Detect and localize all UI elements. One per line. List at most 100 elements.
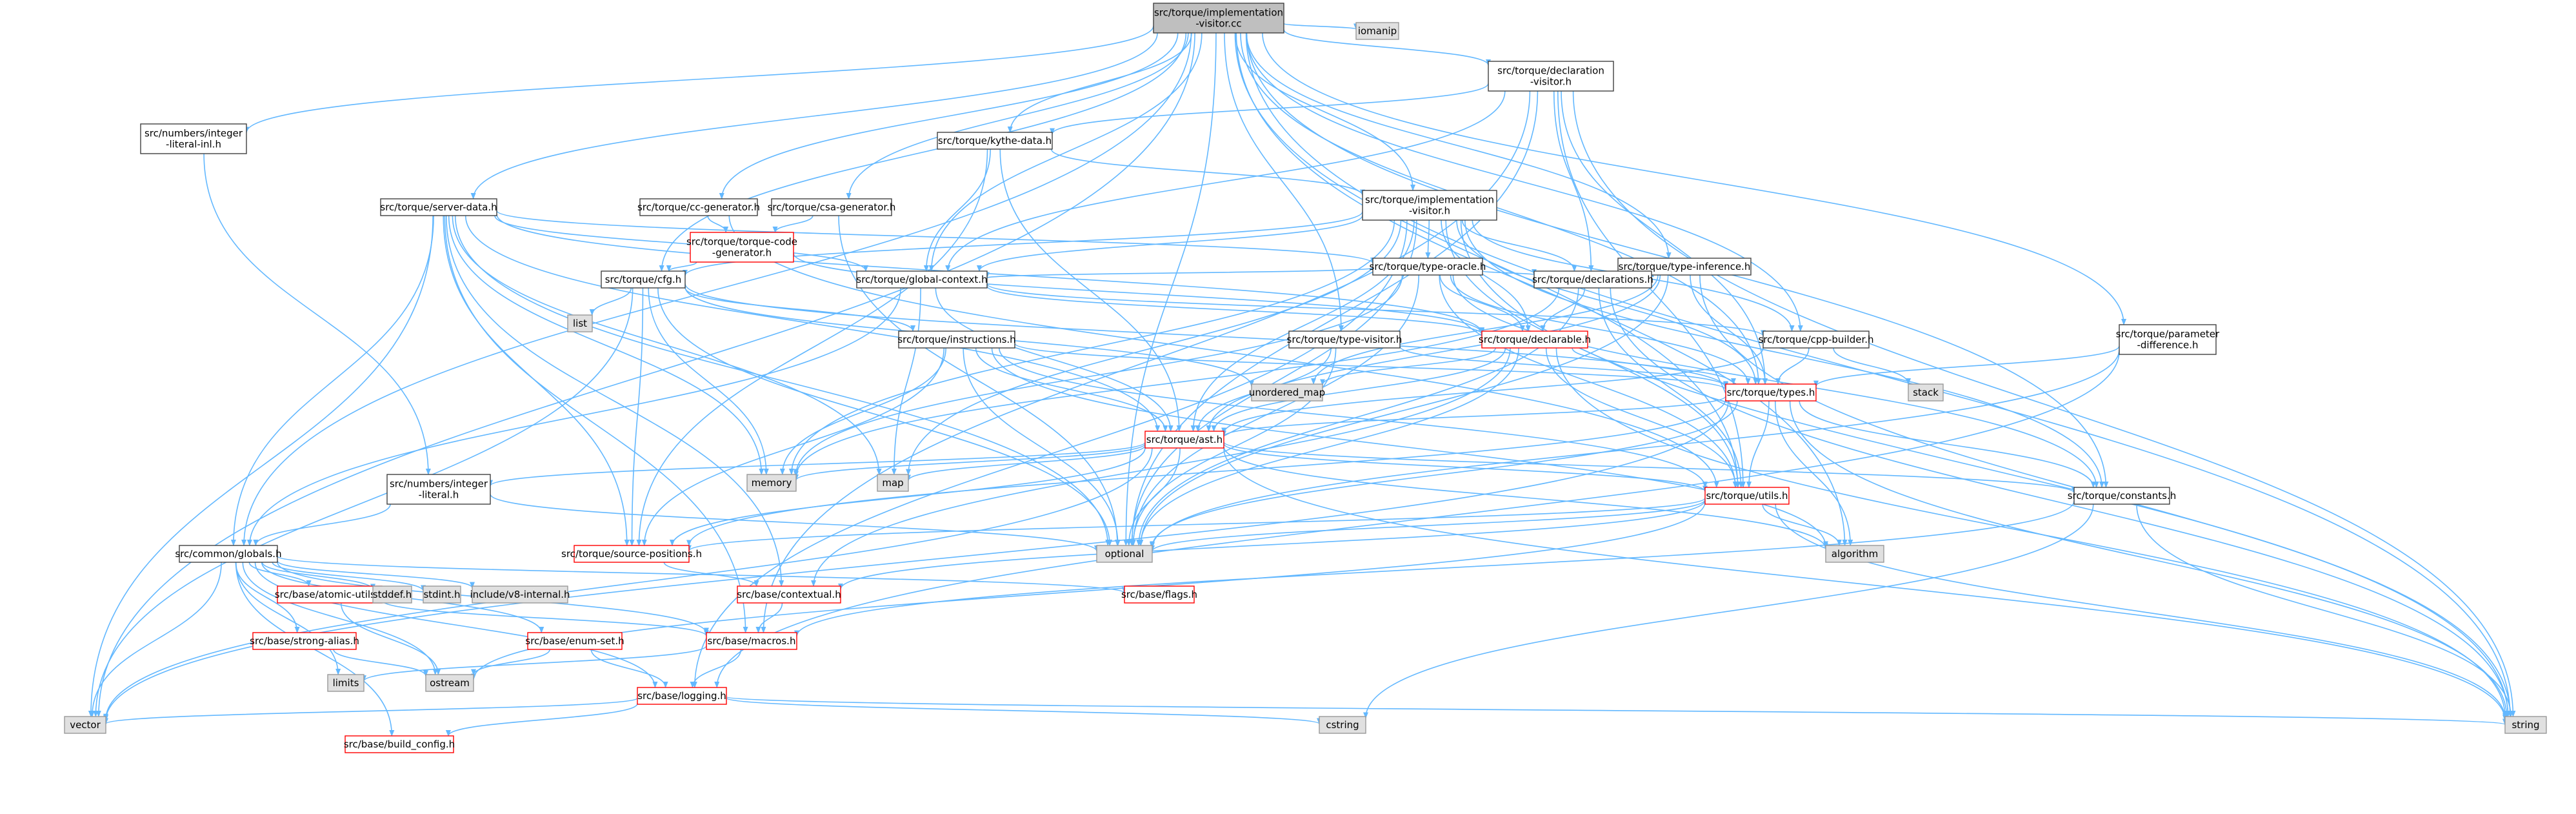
edge-server-to-ast [464,215,1161,432]
node-src-torque-ast-h[interactable]: src/torque/ast.h [1144,431,1224,449]
node-src-numbers-integer-literal-h[interactable]: src/numbers/integer-literal.h [386,474,491,505]
node-src-torque-cpp-builder-h[interactable]: src/torque/cpp-builder.h [1758,331,1874,349]
node-src-torque-declarable-h[interactable]: src/torque/declarable.h [1479,331,1591,349]
node-src-torque-parameter-difference-h[interactable]: src/torque/parameter-difference.h [2116,324,2220,355]
node-box [64,716,106,734]
edge-impl-visitor-to-optional [1129,219,1417,546]
node-src-base-build-config-h[interactable]: src/base/build_config.h [344,735,455,753]
node-stack[interactable]: stack [1908,383,1944,402]
node-label: src/torque/declaration [1497,65,1604,77]
node-src-torque-source-positions-h[interactable]: src/torque/source-positions.h [561,545,702,563]
node-src-torque-types-h[interactable]: src/torque/types.h [1725,383,1817,402]
edge-server-to-vector [88,215,434,717]
node-box [380,198,497,216]
node-optional[interactable]: optional [1096,545,1153,563]
node-vector[interactable]: vector [64,716,106,734]
node-src-torque-constants-h[interactable]: src/torque/constants.h [2068,487,2177,505]
node-src-torque-declaration-visitor-h[interactable]: src/torque/declaration-visitor.h [1488,61,1614,92]
edge-utils-to-ostream [471,502,1706,680]
edge-types-to-source-pos [686,398,1726,547]
node-label: src/torque/cpp-builder.h [1758,334,1873,345]
edge-types-to-constants [1799,400,2096,488]
node-src-base-atomic-utils-h[interactable]: src/base/atomic-utils.h [275,585,384,604]
node-label: string [2511,719,2539,731]
node-stdint-h[interactable]: stdint.h [423,585,461,604]
node-src-common-globals-h[interactable]: src/common/globals.h [175,545,282,563]
node-box [1481,331,1588,349]
edge-atomic-utils-to-macros [381,600,709,637]
node-list[interactable]: list [567,314,593,332]
node-src-torque-torque-code-generator-h[interactable]: src/torque/torque-code-generator.h [686,232,797,263]
edge-instructions-to-optional [963,347,1121,546]
node-label: src/torque/implementation [1365,194,1494,206]
node-src-numbers-integer-literal-inl-h[interactable]: src/numbers/integer-literal-inl.h [140,123,247,154]
edge-type-visitor-to-types [1399,346,1728,388]
node-src-torque-implementation-visitor-h[interactable]: src/torque/implementation-visitor.h [1362,190,1497,221]
node-src-torque-cc-generator-h[interactable]: src/torque/cc-generator.h [637,198,760,216]
node-box [527,632,623,650]
node-label: stack [1913,387,1939,398]
edge-types-to-vector [103,400,1729,722]
node-src-torque-declarations-h[interactable]: src/torque/declarations.h [1532,270,1653,289]
edge-logging-to-cstring [726,697,1322,725]
node-box [252,632,357,650]
edge-root-to-type-inference [1246,32,1672,259]
node-box [1533,270,1652,289]
node-label: src/base/atomic-utils.h [275,589,384,600]
edge-instructions-to-ast [975,347,1168,432]
node-src-base-strong-alias-h[interactable]: src/base/strong-alias.h [250,632,359,650]
node-src-torque-global-context-h[interactable]: src/torque/global-context.h [856,270,988,289]
node-box [737,585,841,604]
node-label: include/v8-internal.h [470,589,570,600]
edge-type-oracle-to-utils [1439,274,1738,488]
node-label: src/torque/instructions.h [897,334,1015,345]
node-string[interactable]: string [2504,716,2547,734]
node-label: src/torque/global-context.h [856,274,987,285]
node-algorithm[interactable]: algorithm [1825,545,1884,563]
node-box [327,674,364,692]
node-src-base-logging-h[interactable]: src/base/logging.h [637,687,727,705]
edge-constants-to-string [2136,504,2514,717]
node-src-base-macros-h[interactable]: src/base/macros.h [706,632,797,650]
node-label: src/torque/cc-generator.h [637,201,760,213]
node-src-base-enum-set-h[interactable]: src/base/enum-set.h [525,632,624,650]
node-src-torque-utils-h[interactable]: src/torque/utils.h [1704,487,1790,505]
node-src-torque-instructions-h[interactable]: src/torque/instructions.h [897,331,1016,349]
edge-root-to-cfg [659,32,1187,272]
node-src-torque-server-data-h[interactable]: src/torque/server-data.h [380,198,497,216]
node-memory[interactable]: memory [746,474,797,492]
edge-utils-to-contextual [838,500,1706,590]
node-src-torque-csa-generator-h[interactable]: src/torque/csa-generator.h [768,198,896,216]
edge-int-lit-int-to-int-lit [203,153,431,475]
node-stddef-h[interactable]: stddef.h [372,585,412,604]
node-map[interactable]: map [877,474,909,492]
edge-root-to-algorithm [1235,32,1848,546]
edge-globals-to-atomic-utils [248,562,312,587]
node-src-torque-cfg-h[interactable]: src/torque/cfg.h [601,270,686,289]
node-box [1153,3,1284,34]
node-src-torque-implementation-visitor-cc[interactable]: src/torque/implementation-visitor.cc [1153,3,1284,34]
edge-global-ctx-to-cpp-builder [986,283,1766,337]
edge-root-to-kythe [1007,32,1192,133]
node-label: src/base/build_config.h [344,738,455,751]
node-src-torque-kythe-data-h[interactable]: src/torque/kythe-data.h [937,132,1053,150]
node-unordered-map[interactable]: unordered_map [1249,383,1325,402]
node-src-base-flags-h[interactable]: src/base/flags.h [1121,585,1197,604]
node-limits[interactable]: limits [327,674,364,692]
node-box [2119,324,2217,355]
node-label: src/torque/parameter [2116,329,2220,340]
edge-declarable-to-unordered-map [1320,347,1496,386]
edge-ast-to-map [906,445,1146,482]
node-iomanip[interactable]: iomanip [1355,22,1399,40]
node-cstring[interactable]: cstring [1319,716,1366,734]
node-src-base-contextual-h[interactable]: src/base/contextual.h [737,585,841,604]
node-src-torque-type-visitor-h[interactable]: src/torque/type-visitor.h [1287,331,1403,349]
node-src-torque-type-oracle-h[interactable]: src/torque/type-oracle.h [1370,258,1486,276]
node-box [1362,190,1497,221]
edge-root-to-csa-gen [846,32,1189,199]
node-label: src/base/contextual.h [737,589,841,600]
node-ostream[interactable]: ostream [425,674,474,692]
node-include-v8-internal-h[interactable]: include/v8-internal.h [470,585,570,604]
node-box [1144,431,1224,449]
